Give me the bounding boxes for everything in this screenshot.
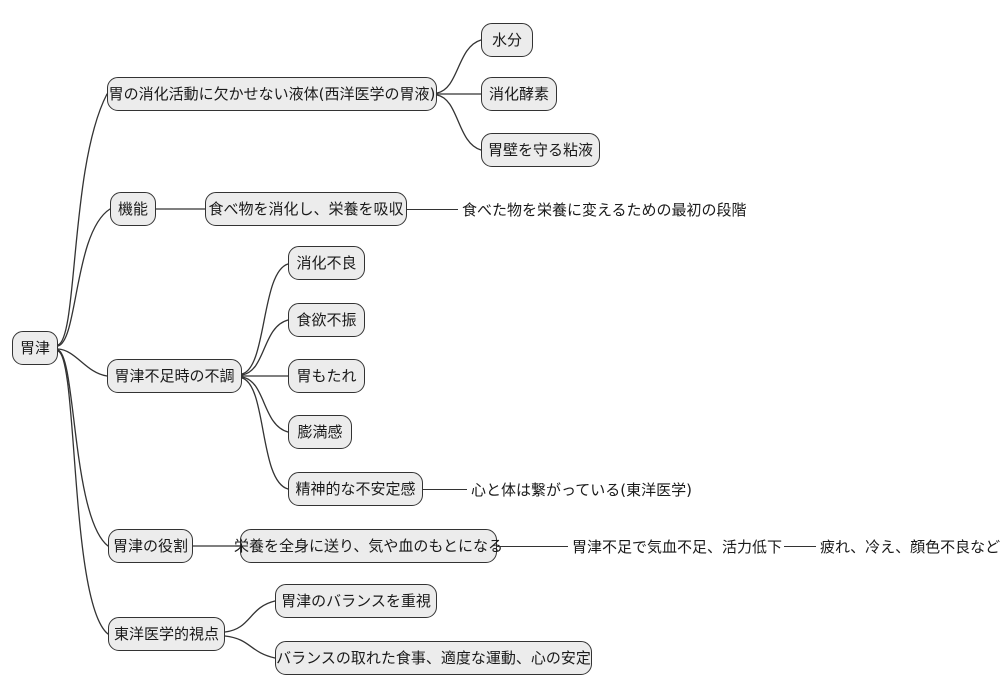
annotation-connector-line	[497, 545, 568, 547]
annotation-text: 胃津不足で気血不足、活力低下	[572, 537, 783, 556]
annotation-text: 疲れ、冷え、顔色不良など	[820, 537, 1000, 556]
annotation-text: 食べた物を栄養に変えるための最初の段階	[462, 200, 747, 219]
node-root[interactable]: 胃津	[12, 331, 58, 365]
node-role[interactable]: 胃津の役割	[108, 529, 193, 563]
node-definition[interactable]: 胃の消化活動に欠かせない液体(西洋医学の胃液)	[107, 77, 437, 111]
edge-root-definition	[57, 93, 108, 346]
node-lifestyle-advice[interactable]: バランスの取れた食事、適度な運動、心の安定	[275, 641, 592, 675]
annotation-connector-line	[407, 208, 458, 210]
edge-deficiency-indigestion	[241, 263, 289, 375]
edge-definition-mucus	[436, 94, 482, 151]
annotation-connector-line	[423, 488, 467, 490]
node-mental-instability[interactable]: 精神的な不安定感	[288, 472, 423, 506]
edge-root-deficiency	[57, 348, 108, 377]
node-bloating[interactable]: 膨満感	[288, 415, 352, 449]
annotation-digestion: 食べた物を栄養に変えるための最初の段階	[407, 192, 747, 226]
edge-deficiency-bloating	[241, 376, 289, 433]
node-protective-mucus[interactable]: 胃壁を守る粘液	[481, 133, 600, 167]
annotation-mind-body: 心と体は繋がっている(東洋医学)	[423, 472, 692, 506]
node-stomach-heaviness[interactable]: 胃もたれ	[288, 359, 365, 393]
edge-definition-water	[436, 39, 482, 94]
edge-deficiency-appetite	[241, 319, 289, 376]
node-indigestion[interactable]: 消化不良	[288, 246, 365, 280]
edge-eastern-lifestyle	[224, 635, 276, 659]
node-water[interactable]: 水分	[481, 23, 533, 57]
annotation-connector-line	[784, 545, 817, 547]
node-function[interactable]: 機能	[110, 192, 156, 226]
node-deficiency[interactable]: 胃津不足時の不調	[107, 359, 242, 393]
edge-deficiency-mental	[241, 377, 289, 490]
edge-root-function	[57, 208, 111, 347]
node-nutrition-qi-blood[interactable]: 栄養を全身に送り、気や血のもとになる	[234, 529, 503, 563]
annotation-text: 心と体は繋がっている(東洋医学)	[471, 480, 692, 499]
node-digest-absorb[interactable]: 食べ物を消化し、栄養を吸収	[205, 192, 407, 226]
node-balance-priority[interactable]: 胃津のバランスを重視	[275, 584, 437, 618]
node-appetite-loss[interactable]: 食欲不振	[288, 303, 365, 337]
edge-eastern-balance	[224, 600, 276, 633]
node-eastern-view[interactable]: 東洋医学的視点	[108, 617, 225, 651]
edge-root-role	[57, 349, 109, 547]
edge-root-eastern	[57, 350, 109, 635]
node-digestive-enzyme[interactable]: 消化酵素	[481, 77, 557, 111]
annotation-qi-blood-deficiency: 胃津不足で気血不足、活力低下 疲れ、冷え、顔色不良など	[497, 529, 1000, 563]
